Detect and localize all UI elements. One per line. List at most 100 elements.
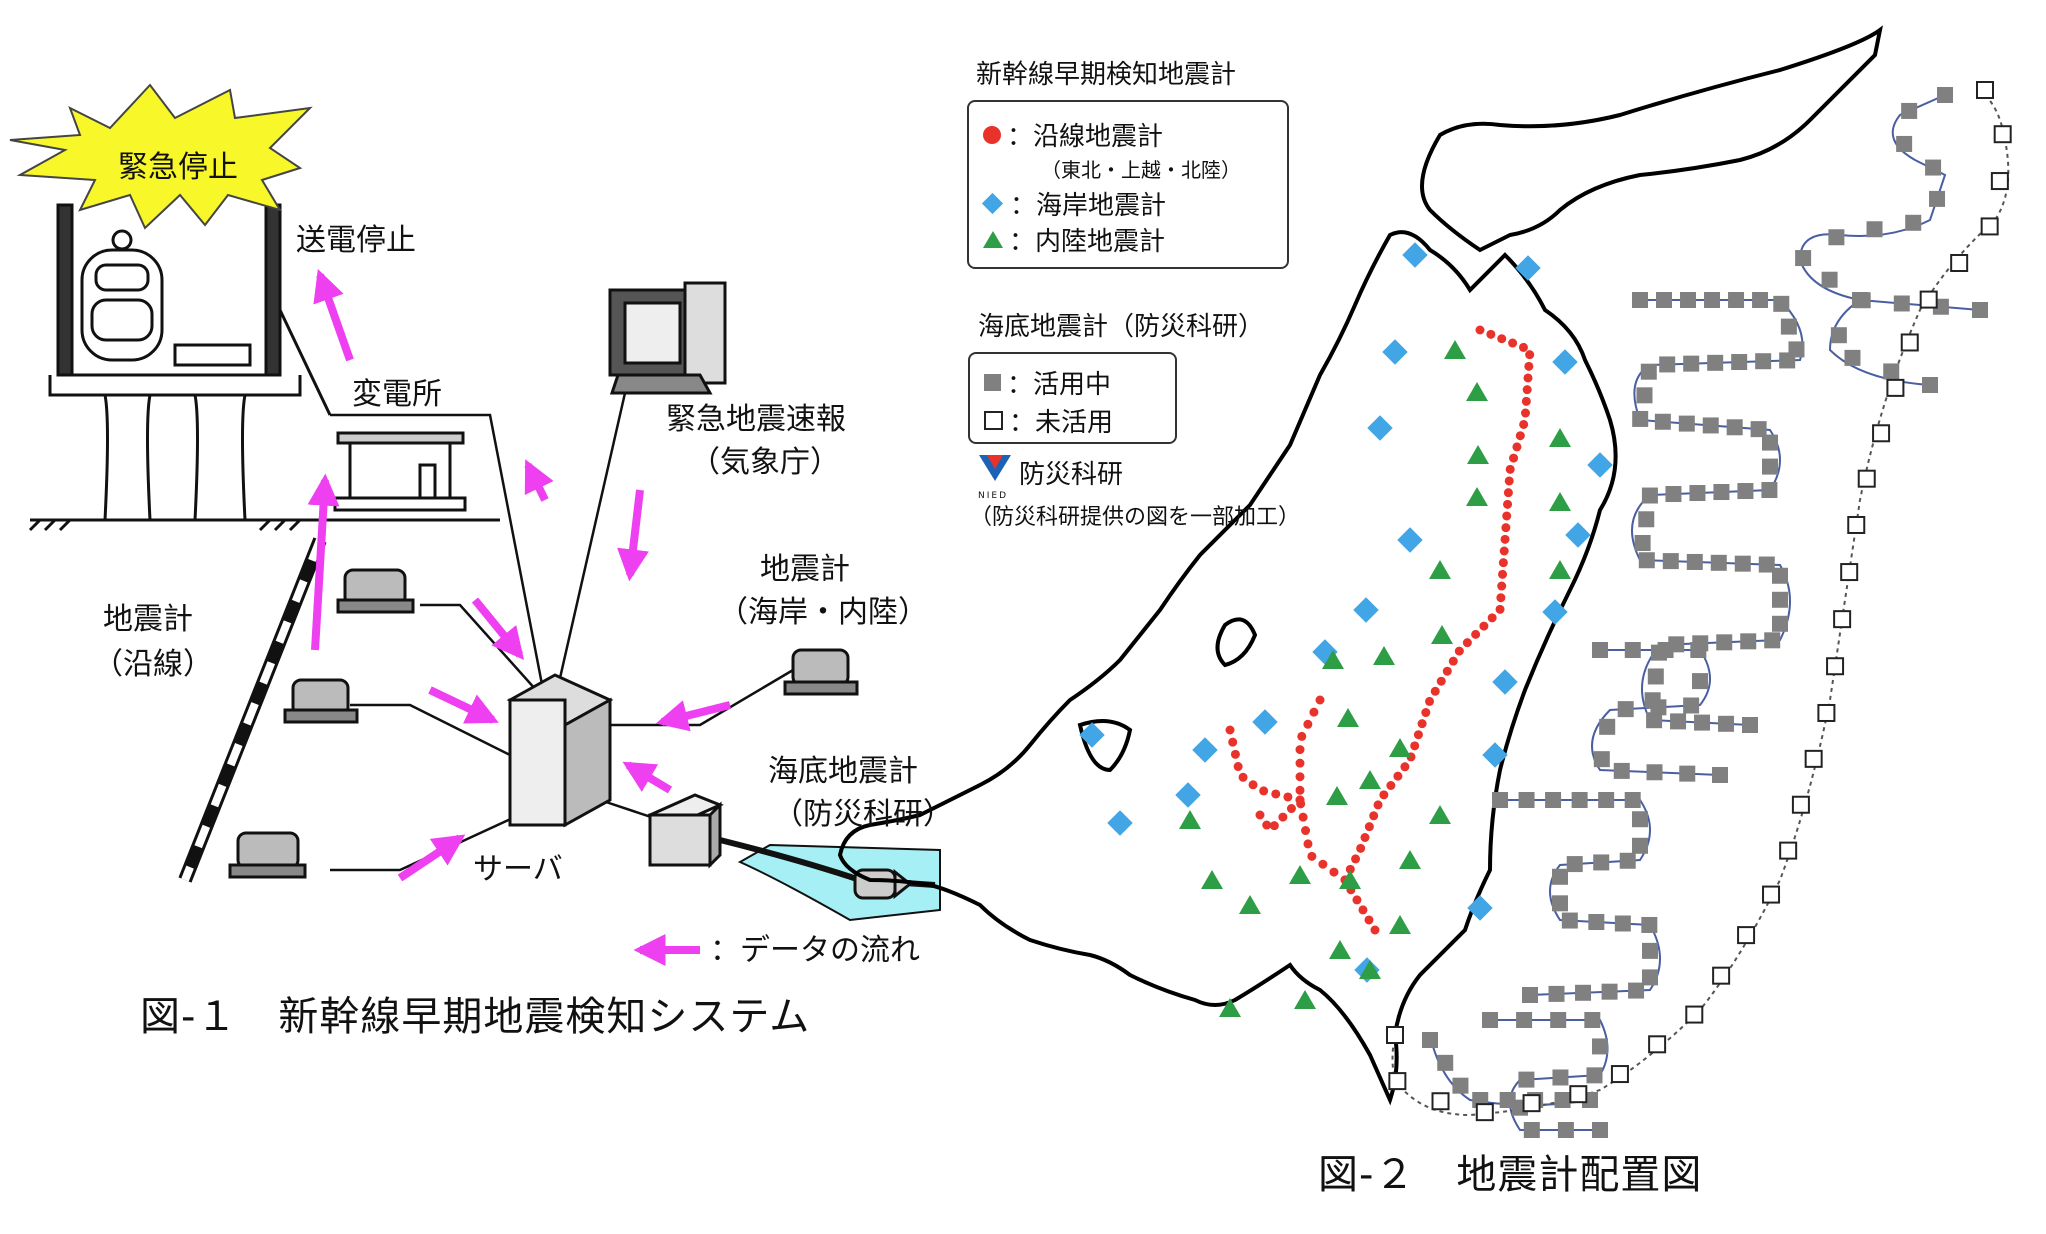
route-seismometer-dot [1504,476,1514,486]
seafloor-active-marker [1575,984,1592,1001]
seafloor-active-marker [1437,1054,1454,1071]
seafloor-active-marker [1499,1092,1516,1108]
seafloor-active-marker [1482,1012,1498,1028]
seafloor-inactive-marker [1840,563,1859,582]
coastal-seismometer-marker [1402,242,1428,268]
seafloor-active-marker [1896,135,1913,152]
seafloor-active-marker [1678,415,1695,432]
seafloor-inactive-marker [1993,125,2012,144]
seafloor-active-marker [1634,534,1651,551]
route-seismometer-dot [1515,431,1525,441]
substation-icon [333,431,467,512]
server-icon [506,673,614,828]
seafloor-active-marker [1844,349,1861,366]
seafloor-active-marker [1692,673,1708,690]
coastal-seismometer-marker [1515,255,1541,281]
seafloor-active-marker [1866,221,1883,238]
seafloor-inactive-marker [1522,1094,1541,1113]
computer-icon [608,281,727,395]
seafloor-active-marker [1740,633,1757,650]
seafloor-active-marker [1694,714,1711,731]
route-seismometer-dot [1295,772,1305,782]
data-flow-legend-label: ：データの流れ [710,933,920,968]
seismometer-line-2-icon [283,678,359,724]
seafloor-active-marker [1642,942,1658,959]
route-seismometer-dot [1518,342,1528,352]
seafloor-active-marker [1716,634,1733,651]
route-seismometer-dot [1295,795,1305,805]
inland-seismometer-marker [1429,805,1451,824]
seafloor-active-marker [1750,421,1767,438]
rail-track [178,537,327,883]
seafloor-active-marker [1554,1092,1571,1108]
route-seismometer-dot [1413,730,1423,740]
sea-area [737,843,941,922]
seismometer-line-1-icon [336,568,415,614]
seafloor-active-marker [1624,792,1641,808]
coastal-seismometer-marker [1552,349,1578,375]
seafloor-inactive-marker [1900,333,1919,352]
route-seismometer-dot [1352,895,1362,905]
white-square-icon [984,411,1003,430]
credit-label: （防災科研提供の図を一部加工） [970,505,1301,530]
seafloor-active-marker [1689,485,1706,502]
seafloor-sublabel: （防災科研） [773,797,953,832]
seafloor-active-marker [1588,914,1605,931]
seafloor-active-marker [1690,642,1707,658]
green-triangle-icon [983,231,1003,248]
route-seismometer-dot [1512,442,1522,452]
seafloor-active-marker [1922,377,1938,393]
seafloor-active-marker [1632,837,1648,854]
inland-seismometer-marker [1549,560,1571,579]
seafloor-active-marker [1659,356,1676,373]
seafloor-active-marker [1599,718,1616,735]
seafloor-active-marker [1762,458,1778,475]
route-seismometer-dot [1286,804,1296,814]
inland-seismometer-marker [1467,445,1489,464]
route-seismometer-dot [1505,464,1515,474]
noto-peninsula [1077,719,1133,773]
seafloor-inactive-marker [1886,378,1905,397]
route-seismometer-dot [1462,638,1472,648]
route-seismometer-dot [1430,686,1440,696]
seafloor-active-marker [1641,916,1658,933]
seafloor-inactive-marker [1833,610,1852,629]
seafloor-active-marker [1617,701,1634,718]
route-seismometer-dot [1301,826,1311,836]
route-seismometer-dot [1297,731,1307,741]
coastal-seismometer-marker [1565,522,1591,548]
seafloor-active-marker [1552,1069,1569,1086]
seafloor-active-marker [1883,363,1900,380]
route-seismometer-dot [1475,325,1485,335]
seafloor-active-marker [1632,811,1648,828]
seafloor-active-marker [1752,292,1769,308]
seafloor-active-marker [1598,792,1615,808]
fig2-caption: 図-２ 地震計配置図 [1318,1152,1703,1198]
seafloor-active-marker [1742,717,1758,733]
seafloor-active-marker [1828,229,1845,246]
emergency-burst [9,83,313,230]
route-seismometer-dot [1295,745,1305,755]
legend-route-sub-row: （東北・上越・北陸） [1041,158,1241,182]
route-seismometer-dot [1400,762,1410,772]
inland-seismometer-marker [1389,915,1411,934]
seafloor-inactive-seismometers [1386,81,2012,1122]
seafloor-active-marker [1638,552,1655,569]
seafloor-active-marker [1492,792,1508,808]
coastal-seismometer-marker [1353,597,1379,623]
route-seismometer-dot [1498,558,1508,568]
route-seismometer-dot [1519,419,1529,429]
inland-seismometer-marker [1219,998,1241,1017]
route-seismometer-dot [1307,851,1317,861]
seafloor-active-marker [1702,417,1719,434]
seafloor-active-marker [1601,983,1618,1000]
route-seismometer-dot [1442,666,1452,676]
blue-diamond-icon [981,192,1004,215]
inland-seismometer-marker [1431,625,1453,644]
inland-seismometer-marker [1549,428,1571,447]
seafloor-active-marker [1592,1038,1608,1055]
seafloor-active-marker [1646,712,1663,729]
route-seismometer-dot [1393,771,1403,781]
inland-seismometer-marker [1359,770,1381,789]
